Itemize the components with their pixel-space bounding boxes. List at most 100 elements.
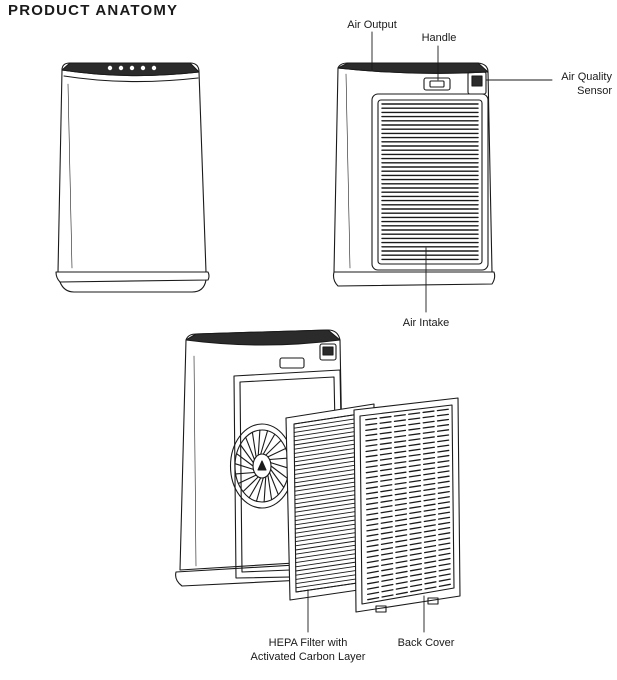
cover-slot [408,422,421,426]
cover-slot [409,568,423,572]
cover-slot [366,539,379,543]
filter-pleat [293,446,367,459]
cover-slot [424,575,437,580]
cover-slot [380,484,393,488]
cover-slot [380,536,393,540]
cover-slot [394,502,407,506]
cover-slot [437,475,450,479]
cover-slot [423,524,436,528]
filter-pleat [294,526,366,538]
cover-slot [422,451,436,455]
filter-pleat [295,535,365,547]
cover-slot [409,537,422,541]
filter-pleat [295,556,365,568]
cover-slot [393,429,407,433]
cover-slot [393,434,407,438]
cover-slot [381,568,394,572]
cover-slot [395,544,408,548]
cover-slot [379,442,392,445]
cover-slot [366,560,379,564]
cover-slot [422,425,435,429]
cover-slot [379,468,393,472]
cover-slot [422,436,435,440]
cover-slot [366,570,379,574]
back-view-grille [381,103,479,261]
cover-slot [394,508,407,512]
cover-slot [365,454,378,458]
cover-slot [366,544,379,548]
cover-slot [423,544,437,549]
cover-slot [365,459,378,463]
fan-blade [270,468,285,488]
cover-slot [438,537,451,541]
fan-blade [236,453,254,467]
cover-slot [437,501,450,505]
cover-slot [409,521,422,525]
cover-slot [380,473,393,477]
cover-slot [395,555,408,559]
cover-slot [394,476,407,480]
cover-slot [365,465,378,469]
cover-slot [366,528,379,532]
fan-blade [234,463,254,470]
cover-slot [381,573,394,577]
filter-pleat [295,581,365,593]
cover-slot [409,511,422,515]
fan-blade [255,477,264,502]
cover-slot [394,440,407,443]
cover-slot [394,513,408,517]
cover-slot [395,539,408,543]
fan-blade [265,439,282,456]
cover-slot [365,423,378,426]
cover-slot [422,446,436,450]
leader-lines [307,31,553,633]
cover-slot [408,453,421,457]
cover-slot [408,433,421,436]
cover-slot [394,450,407,454]
cover-slot [423,519,436,523]
cover-slot [366,523,379,527]
filter-pleat [294,467,366,480]
cover-slot [394,523,408,527]
label-back-cover: Back Cover [397,637,455,649]
cover-slot [408,417,421,421]
cover-slot [410,583,423,588]
label-air-quality-sensor: Air Quality Sensor [556,70,612,98]
cover-slot [423,513,436,517]
cover-slot [438,583,451,587]
cover-slot [394,497,407,501]
cover-slot [422,456,436,460]
cover-slot [379,421,392,424]
filter-pleat [295,547,365,559]
cover-slot [438,573,451,577]
cover-slot [394,466,407,470]
filter-pleat [294,488,366,501]
cover-slot [393,424,407,428]
filter-pleat [294,475,366,488]
cover-slot [424,586,437,590]
label-air-intake: Air Intake [402,317,450,329]
fan-blade [257,429,261,456]
cover-slot [381,583,394,588]
fan-blade [269,457,289,461]
cover-slot [367,591,380,596]
cover-slot [410,589,423,593]
cover-slot [365,496,379,500]
cover-slot [437,511,451,515]
cover-slot [379,426,392,430]
cover-slot [436,408,449,412]
front-view-purifier [55,62,210,293]
cover-slot [394,518,408,522]
fan-blade [269,471,279,496]
cover-slot [393,419,406,423]
label-air-quality-sensor-line1: Air Quality [561,71,612,83]
cover-slot [436,424,450,427]
cover-slot [409,563,422,567]
cover-slot [366,554,379,559]
cover-slot [408,459,421,462]
brand-logo-icon [257,460,267,471]
cover-slot [380,489,393,493]
cover-slot [408,485,422,488]
fan-blade [248,477,262,499]
cover-slot [395,560,408,564]
